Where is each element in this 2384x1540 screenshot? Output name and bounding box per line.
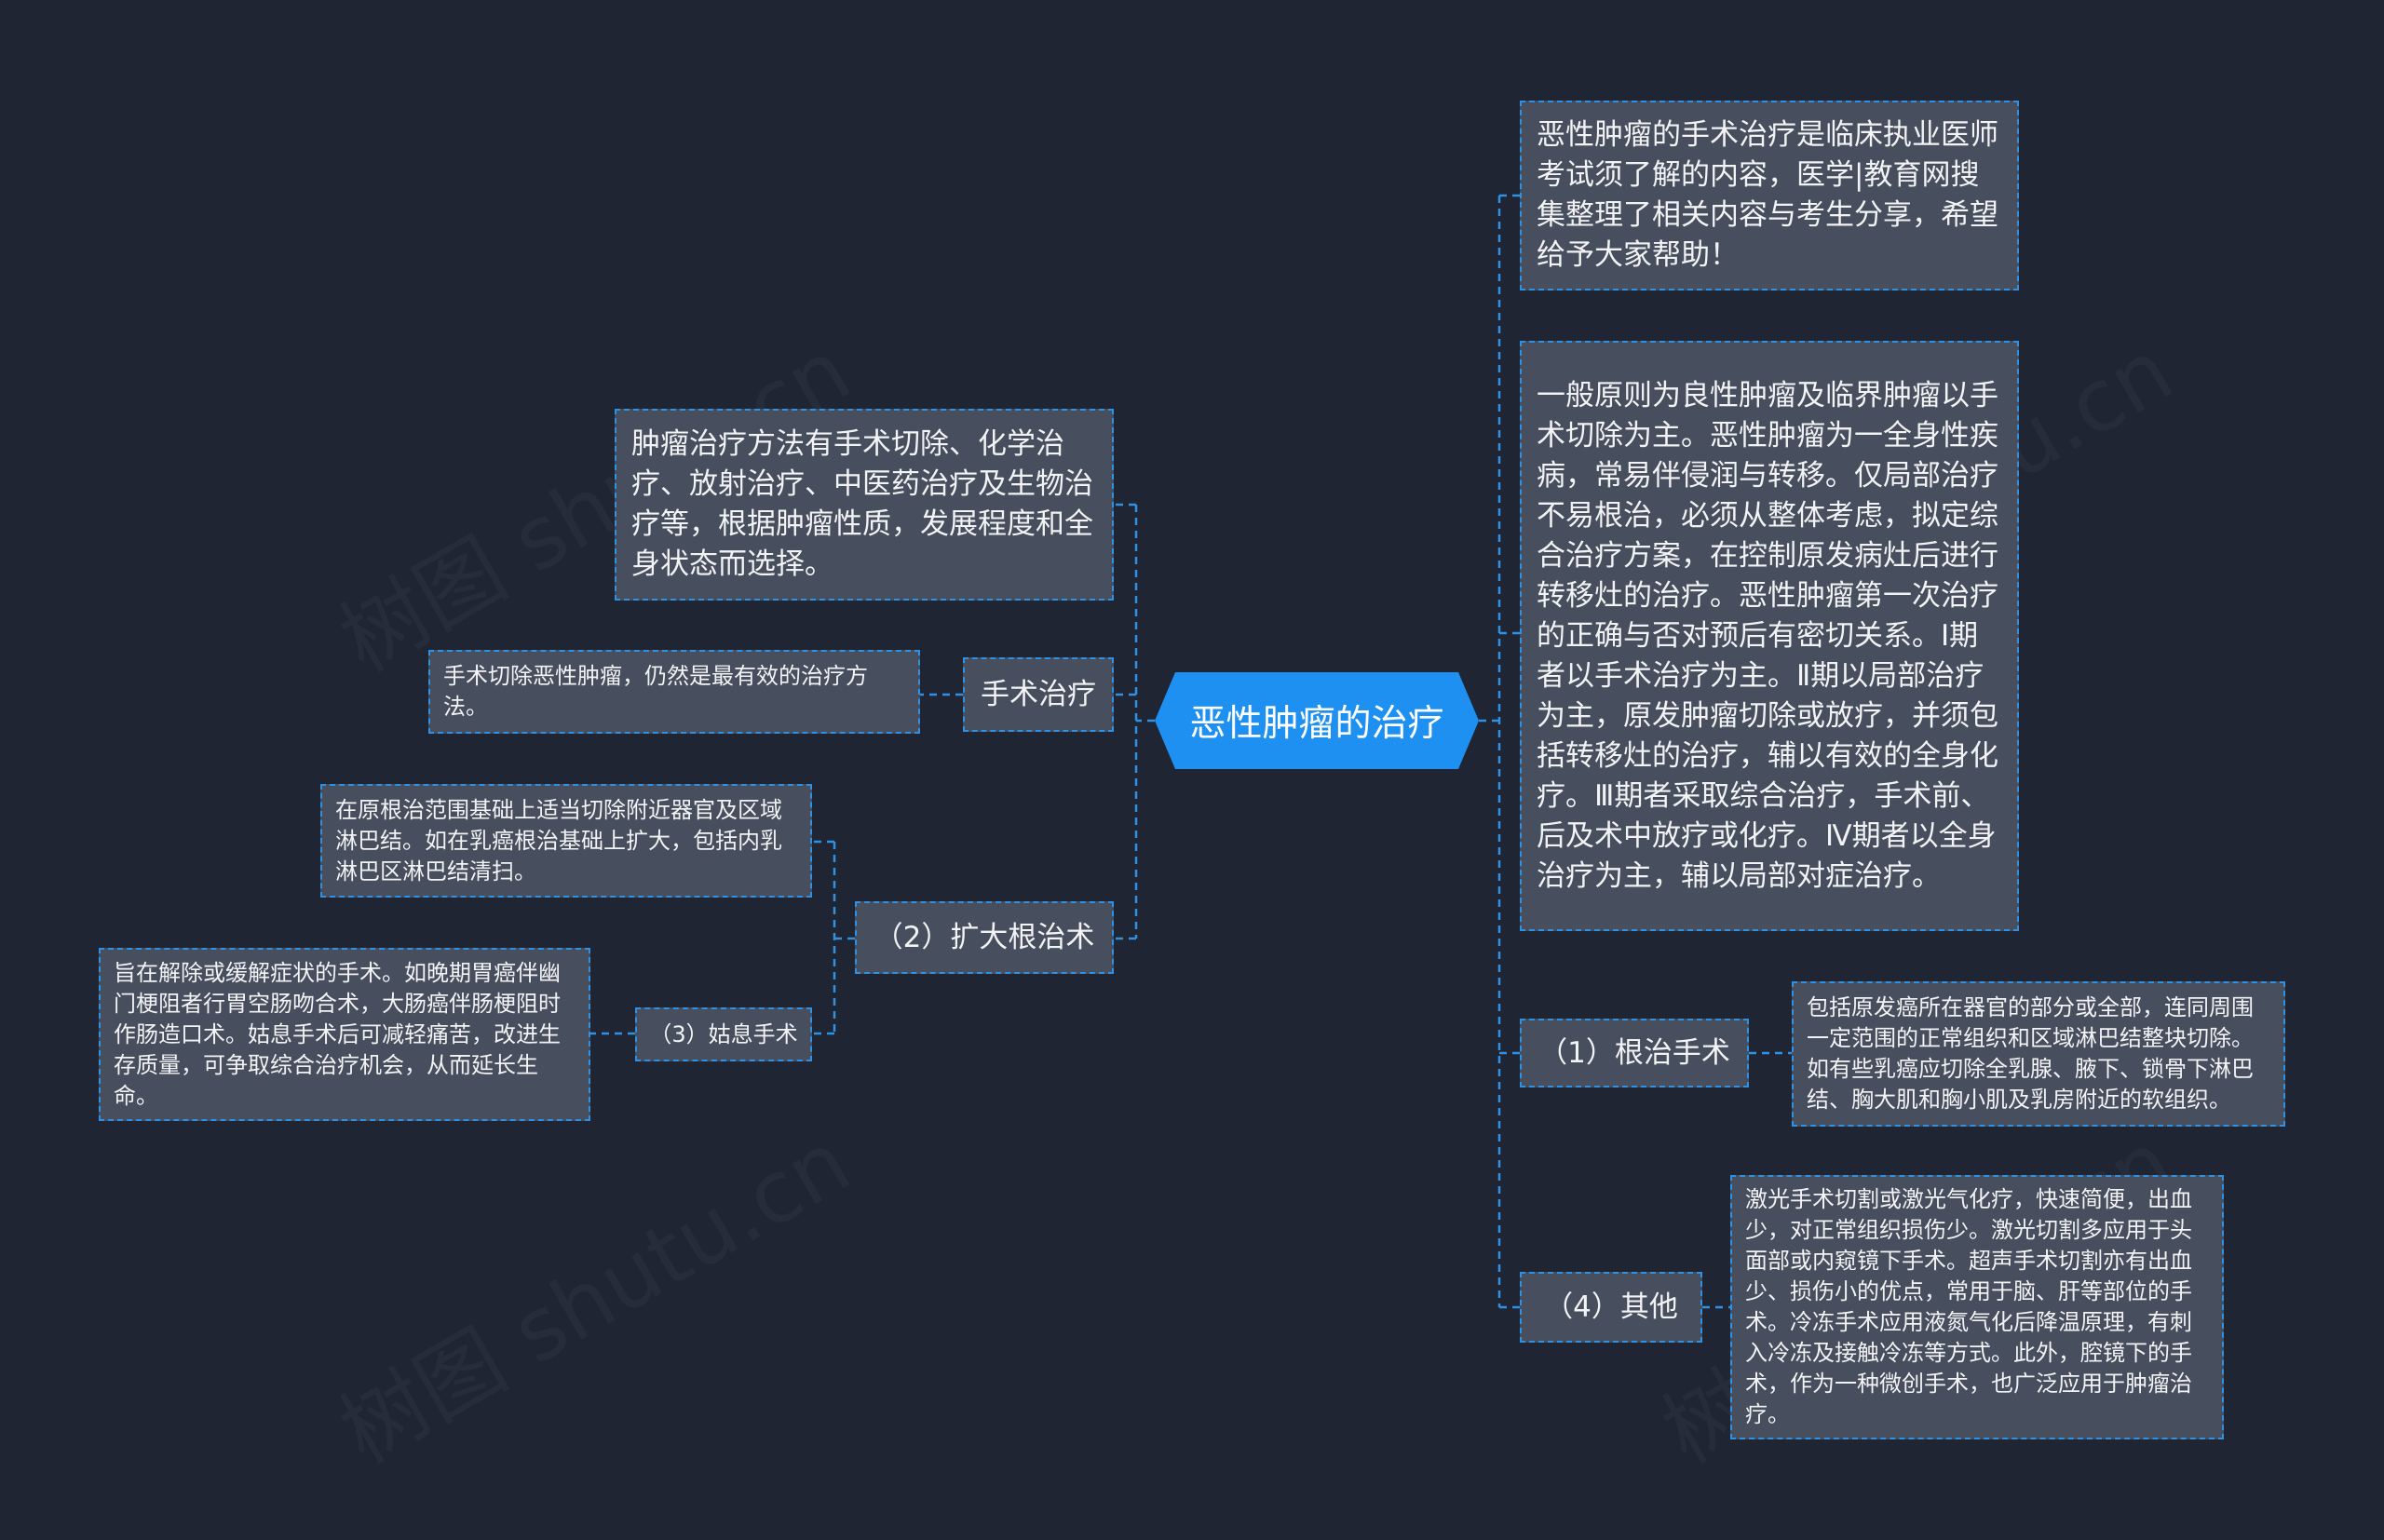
extended-surgery-label: （2）扩大根治术 — [874, 921, 1095, 954]
radical-surgery-label: （1）根治手术 — [1538, 1036, 1730, 1070]
surgery-node[interactable]: 手术治疗 — [963, 657, 1114, 732]
surgery-label: 手术治疗 — [981, 678, 1096, 711]
other-surgery-node[interactable]: （4）其他 — [1520, 1272, 1702, 1343]
extended-surgery-detail-node[interactable]: 在原根治范围基础上适当切除附近器官及区域淋巴结。如在乳癌根治基础上扩大，包括内乳… — [320, 784, 812, 898]
other-surgery-detail: 激光手术切割或激光气化疗，快速简便，出血少，对正常组织损伤少。激光切割多应用于头… — [1745, 1186, 2192, 1427]
methods-node[interactable]: 肿瘤治疗方法有手术切除、化学治疗、放射治疗、中医药治疗及生物治疗等，根据肿瘤性质… — [615, 409, 1114, 601]
surgery-detail: 手术切除恶性肿瘤，仍然是最有效的治疗方法。 — [443, 663, 868, 720]
extended-surgery-node[interactable]: （2）扩大根治术 — [855, 901, 1114, 974]
palliative-surgery-node[interactable]: （3）姑息手术 — [635, 1007, 812, 1061]
central-topic-label: 恶性肿瘤的治疗 — [1189, 703, 1444, 745]
radical-surgery-detail: 包括原发癌所在器官的部分或全部，连同周围一定范围的正常组织和区域淋巴结整块切除。… — [1807, 994, 2254, 1113]
principle-text: 一般原则为良性肿瘤及临界肿瘤以手术切除为主。恶性肿瘤为一全身性疾病，常易伴侵润与… — [1537, 378, 1998, 893]
other-surgery-label: （4）其他 — [1544, 1290, 1678, 1324]
extended-surgery-detail: 在原根治范围基础上适当切除附近器官及区域淋巴结。如在乳癌根治基础上扩大，包括内乳… — [335, 796, 782, 885]
surgery-detail-node[interactable]: 手术切除恶性肿瘤，仍然是最有效的治疗方法。 — [428, 650, 920, 734]
methods-text: 肿瘤治疗方法有手术切除、化学治疗、放射治疗、中医药治疗及生物治疗等，根据肿瘤性质… — [631, 427, 1093, 581]
palliative-surgery-label: （3）姑息手术 — [649, 1021, 798, 1047]
palliative-surgery-detail: 旨在解除或缓解症状的手术。如晚期胃癌伴幽门梗阻者行胃空肠吻合术，大肠癌伴肠梗阻时… — [114, 959, 561, 1109]
principle-node[interactable]: 一般原则为良性肿瘤及临界肿瘤以手术切除为主。恶性肿瘤为一全身性疾病，常易伴侵润与… — [1520, 341, 2019, 931]
radical-surgery-detail-node[interactable]: 包括原发癌所在器官的部分或全部，连同周围一定范围的正常组织和区域淋巴结整块切除。… — [1792, 981, 2285, 1127]
palliative-surgery-detail-node[interactable]: 旨在解除或缓解症状的手术。如晚期胃癌伴幽门梗阻者行胃空肠吻合术，大肠癌伴肠梗阻时… — [99, 948, 590, 1121]
intro-node[interactable]: 恶性肿瘤的手术治疗是临床执业医师考试须了解的内容，医学|教育网搜集整理了相关内容… — [1520, 101, 2019, 290]
other-surgery-detail-node[interactable]: 激光手术切割或激光气化疗，快速简便，出血少，对正常组织损伤少。激光切割多应用于头… — [1730, 1175, 2224, 1439]
central-topic[interactable]: 恶性肿瘤的治疗 — [1155, 672, 1479, 769]
radical-surgery-node[interactable]: （1）根治手术 — [1520, 1019, 1749, 1087]
intro-text: 恶性肿瘤的手术治疗是临床执业医师考试须了解的内容，医学|教育网搜集整理了相关内容… — [1537, 118, 1998, 272]
